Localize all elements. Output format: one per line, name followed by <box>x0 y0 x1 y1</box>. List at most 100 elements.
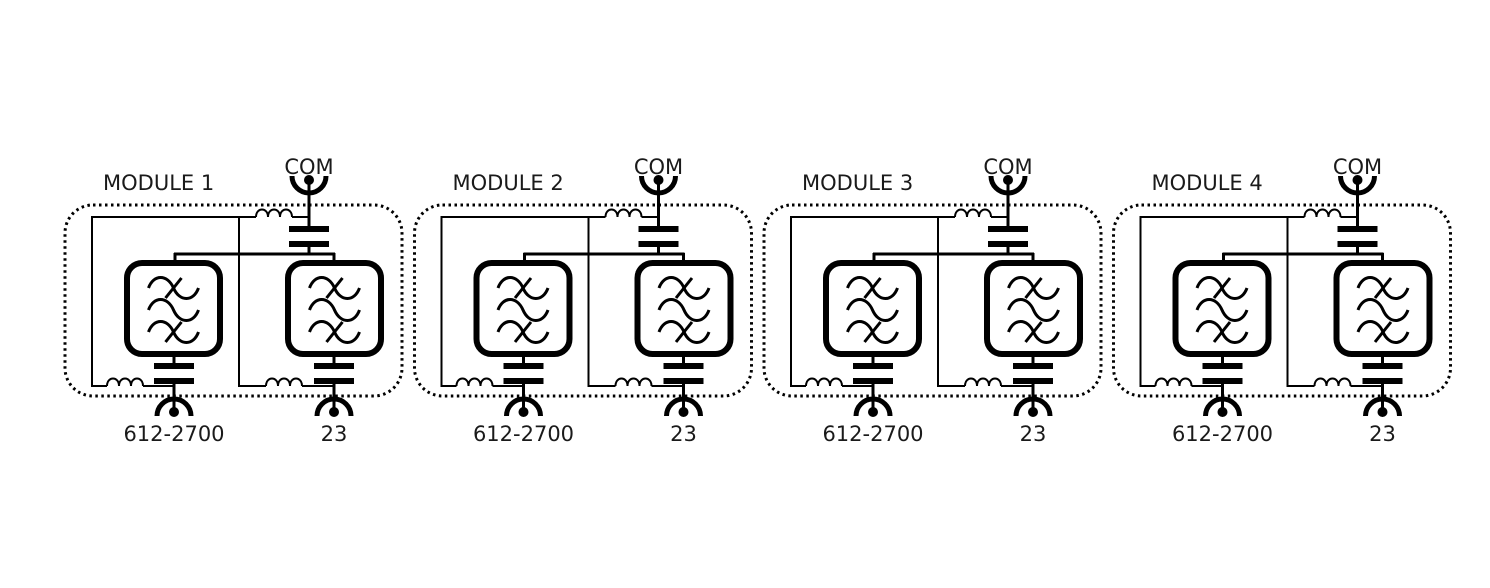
filter-2-port-label: 23 <box>1369 422 1396 446</box>
filter-1-bandpass-icon <box>473 260 573 357</box>
bottom-left-capacitor-icon <box>1202 363 1243 384</box>
filter-wave <box>308 298 361 322</box>
antenna-arc <box>314 396 354 417</box>
filter-1-port-label: 612-2700 <box>822 422 923 446</box>
capacitor-plate <box>663 378 704 384</box>
bottom-right-capacitor-icon <box>1362 363 1403 384</box>
capacitor-plate <box>1337 241 1378 247</box>
module-label: MODULE 3 <box>802 171 913 195</box>
antenna-dot <box>653 175 664 185</box>
antenna-arc <box>504 396 543 417</box>
top-inductor-icon <box>255 208 293 218</box>
top-capacitor-icon <box>638 226 679 247</box>
filter-2-port-label: 23 <box>670 422 697 446</box>
filter-slash <box>513 277 533 299</box>
module-label: MODULE 2 <box>453 171 564 195</box>
capacitor-plate <box>1362 363 1403 369</box>
filter-wave <box>1007 298 1060 322</box>
filter-1-port-label: 612-2700 <box>1172 422 1273 446</box>
filter-2-bandpass-icon <box>984 260 1083 357</box>
filter-slash <box>325 277 344 299</box>
module-boundary <box>762 203 1103 398</box>
capacitor-plate <box>853 363 893 369</box>
capacitor-plate <box>154 378 194 384</box>
top-inductor-icon <box>604 208 643 218</box>
antenna-dot <box>1352 175 1363 185</box>
antenna-dot <box>678 407 689 417</box>
filter-1-bandpass-icon <box>823 260 922 357</box>
capacitor-plate <box>314 378 354 384</box>
filter-slash <box>863 321 882 343</box>
filter-1-bandpass-icon <box>124 260 223 357</box>
filter-slash <box>674 321 694 343</box>
capacitor-plate <box>1362 378 1403 384</box>
capacitor-plate <box>638 226 679 232</box>
filter-slash <box>863 277 882 299</box>
filter-2-port-label: 23 <box>321 422 348 446</box>
filter-slash <box>1212 277 1232 299</box>
antenna-arc <box>154 396 194 417</box>
filter-2-bandpass-icon <box>1333 260 1433 357</box>
bottom-left-capacitor-icon <box>503 363 544 384</box>
top-inductor-icon <box>1303 208 1342 218</box>
capacitor-plate <box>988 241 1028 247</box>
capacitor-plate <box>1202 363 1243 369</box>
bottom-right-inductor-icon <box>964 377 1002 387</box>
capacitor-plate <box>988 226 1028 232</box>
antenna-dot <box>868 407 878 417</box>
bottom-left-capacitor-icon <box>853 363 893 384</box>
filter-slash <box>1373 321 1393 343</box>
top-capacitor-icon <box>289 226 329 247</box>
filter-1-port-antenna-icon <box>504 396 543 417</box>
bottom-left-inductor-icon <box>455 377 494 387</box>
capacitor-plate <box>503 378 544 384</box>
filter-slash <box>1373 277 1393 299</box>
filter-slash <box>1212 321 1232 343</box>
bottom-left-capacitor-icon <box>154 363 194 384</box>
bottom-right-capacitor-icon <box>314 363 354 384</box>
antenna-arc <box>1363 396 1402 417</box>
filter-slash <box>164 321 183 343</box>
filter-slash <box>674 277 694 299</box>
bottom-right-capacitor-icon <box>1013 363 1053 384</box>
filter-1-port-antenna-icon <box>154 396 194 417</box>
capacitor-plate <box>314 363 354 369</box>
bottom-left-inductor-icon <box>805 377 843 387</box>
module-boundary <box>63 203 404 398</box>
module-boundary <box>413 203 753 398</box>
module-label: MODULE 1 <box>103 171 214 195</box>
antenna-dot <box>1217 407 1228 417</box>
bottom-left-inductor-icon <box>1154 377 1193 387</box>
bottom-right-inductor-icon <box>614 377 653 387</box>
filter-1-port-label: 612-2700 <box>473 422 574 446</box>
filter-wave <box>496 298 550 322</box>
antenna-dot <box>1003 175 1013 185</box>
filter-1-port-antenna-icon <box>853 396 893 417</box>
capacitor-plate <box>289 241 329 247</box>
capacitor-plate <box>1013 378 1053 384</box>
filter-1-port-antenna-icon <box>1203 396 1242 417</box>
filter-2-port-antenna-icon <box>1013 396 1053 417</box>
capacitor-plate <box>853 378 893 384</box>
filter-wave <box>1356 298 1410 322</box>
filter-1-port-label: 612-2700 <box>123 422 224 446</box>
antenna-arc <box>853 396 893 417</box>
capacitor-plate <box>663 363 704 369</box>
bottom-right-inductor-icon <box>1313 377 1352 387</box>
module-boundary <box>1112 203 1452 398</box>
capacitor-plate <box>289 226 329 232</box>
filter-wave <box>1195 298 1249 322</box>
filter-slash <box>325 321 344 343</box>
filter-1-bandpass-icon <box>1172 260 1272 357</box>
antenna-dot <box>304 175 314 185</box>
capacitor-plate <box>1202 378 1243 384</box>
top-capacitor-icon <box>1337 226 1378 247</box>
filter-2-bandpass-icon <box>285 260 384 357</box>
antenna-dot <box>1377 407 1388 417</box>
bottom-left-inductor-icon <box>106 377 144 387</box>
top-inductor-icon <box>954 208 992 218</box>
